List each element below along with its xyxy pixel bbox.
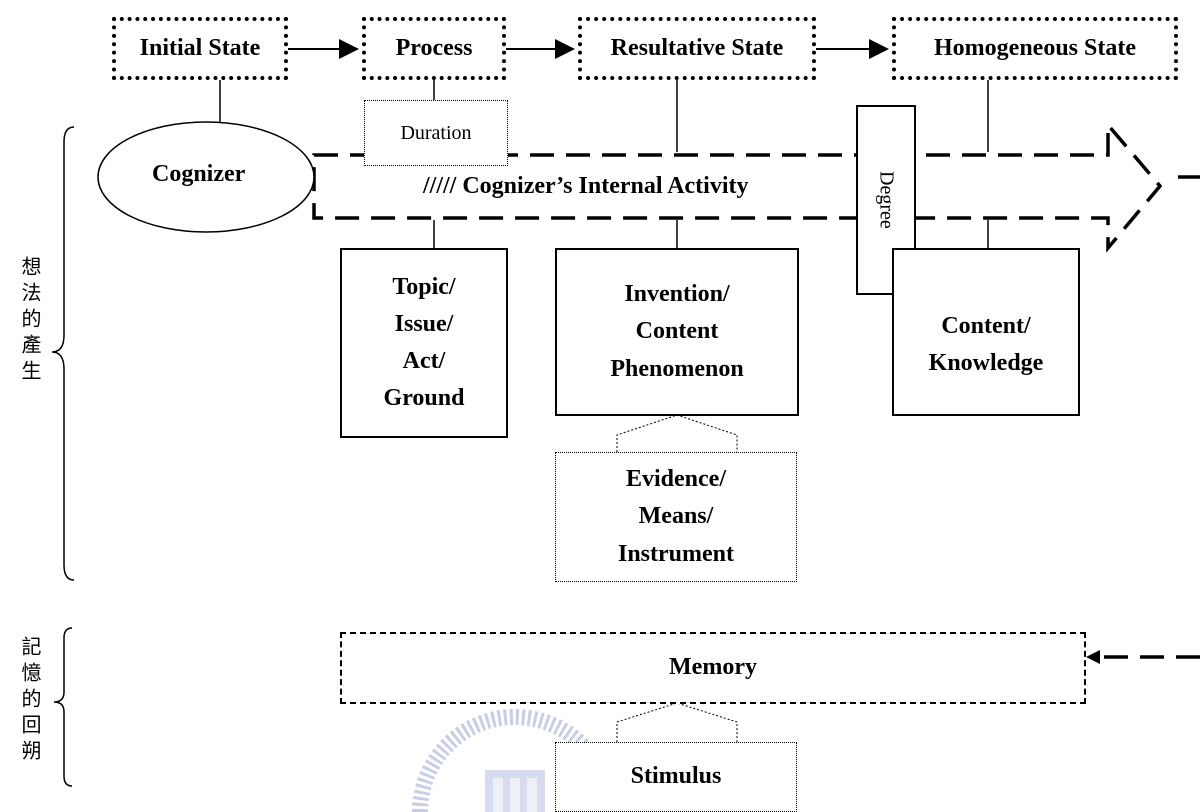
cognizer-ellipse (97, 121, 315, 233)
stimulus-box: Stimulus (555, 742, 797, 812)
side-label-memory-recall: 記憶的回朔 (18, 636, 42, 766)
content-line-2: Knowledge (928, 350, 1044, 376)
topic-line-1: Topic/ (392, 273, 456, 300)
initial-state-box: Initial State (112, 17, 288, 80)
resultative-state-box: Resultative State (578, 17, 816, 80)
internal-activity-label: ///// Cognizer’s Internal Activity (423, 173, 749, 199)
duration-label: Duration (400, 121, 472, 144)
process-label: Process (395, 34, 473, 61)
evidence-box: Evidence/ Means/ Instrument (555, 452, 797, 582)
evidence-line-3: Instrument (617, 540, 734, 567)
topic-line-4: Ground (383, 385, 465, 412)
side-label-idea-generation: 想法的產生 (18, 256, 42, 386)
invention-line-1: Invention/ (624, 281, 730, 308)
homogeneous-state-box: Homogeneous State (892, 17, 1178, 80)
memory-box: Memory (340, 632, 1086, 704)
degree-box: Degree (856, 105, 916, 295)
topic-line-2: Issue/ (394, 310, 454, 337)
topic-line-3: Act/ (402, 348, 446, 374)
brace-lower (53, 627, 73, 787)
topic-box: Topic/ Issue/ Act/ Ground (340, 248, 508, 438)
content-line-1: Content/ (941, 312, 1031, 339)
homogeneous-state-label: Homogeneous State (934, 34, 1136, 61)
duration-box: Duration (364, 100, 508, 166)
evidence-line-1: Evidence/ (626, 466, 726, 493)
invention-line-2: Content (635, 318, 719, 345)
initial-state-label: Initial State (139, 34, 261, 61)
memory-label: Memory (669, 654, 757, 681)
stimulus-up-arrow (616, 702, 738, 742)
return-arrowhead (1086, 650, 1100, 664)
content-knowledge-box: Content/ Knowledge (892, 248, 1080, 416)
brace-upper (51, 126, 75, 581)
cognizer-label: Cognizer (152, 161, 246, 187)
evidence-line-2: Means/ (638, 503, 714, 530)
invention-box: Invention/ Content Phenomenon (555, 248, 799, 416)
evidence-up-arrow (616, 414, 738, 452)
degree-label: Degree (875, 171, 898, 229)
internal-activity-arrow (312, 120, 1163, 253)
process-box: Process (362, 17, 506, 80)
resultative-state-label: Resultative State (610, 34, 784, 61)
stimulus-label: Stimulus (630, 763, 722, 790)
invention-line-3: Phenomenon (610, 355, 744, 382)
